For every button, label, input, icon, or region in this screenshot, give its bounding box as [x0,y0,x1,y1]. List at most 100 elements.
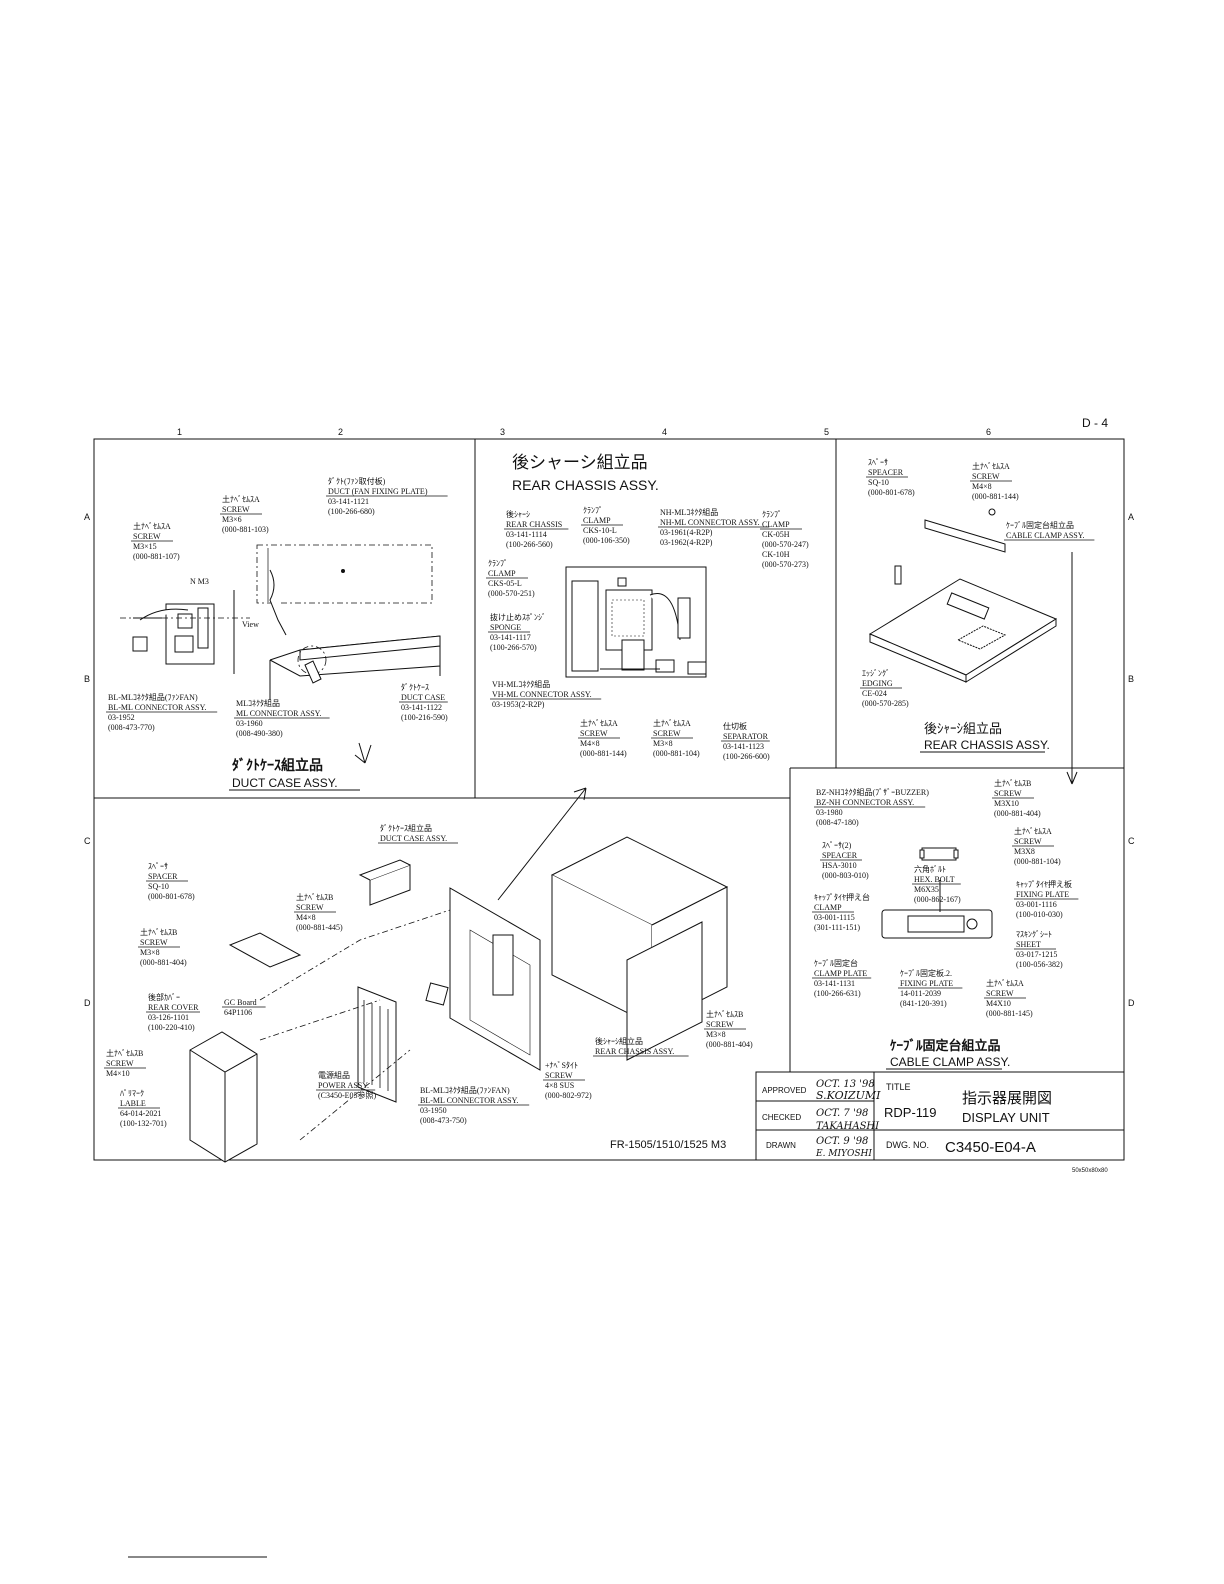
cable-clamp-title-jp: ｹｰﾌﾞﾙ固定台組立品 [890,1038,1001,1053]
label-code: 03-141-1117 [490,633,531,642]
label-id: (000-881-404) [994,809,1041,818]
label-en: REAR COVER [148,1003,199,1012]
label-jp: +ﾅﾍﾞSﾀｲﾄ [545,1061,578,1070]
label-en: BL-ML CONNECTOR ASSY. [108,703,206,712]
label-en: HEX. BOLT [914,875,955,884]
label-en: BL-ML CONNECTOR ASSY. [420,1096,518,1105]
label-en: SCREW [545,1071,573,1080]
label-code: M3X10 [994,799,1019,808]
label-id: (000-881-104) [653,749,700,758]
label-jp: ﾏｽｷﾝｸﾞｼｰﾄ [1016,930,1052,939]
label-jp: ｽﾍﾟｰｻ(2) [822,841,852,850]
label-jp: 土ﾅﾍﾞｾﾑｽA [580,718,618,728]
row-label-left: A [84,512,90,522]
label-jp: 後ｼｬｰｼ組立品 [595,1036,643,1046]
label-en: SEPARATOR [723,732,769,741]
label-en: SCREW [106,1059,134,1068]
label-code: M4×8 [580,739,600,748]
label-code: 03-141-1114 [506,530,547,539]
part-labels: ﾀﾞｸﾄ(ﾌｧﾝ取付板)DUCT (FAN FIXING PLATE)03-14… [104,458,1095,1128]
label-jp: 六角ﾎﾞﾙﾄ [914,864,946,874]
part-label: BL-MLｺﾈｸﾀ組品(ﾌｧﾝFAN)BL-ML CONNECTOR ASSY.… [106,692,218,732]
label-jp: 土ﾅﾍﾞｾﾑｽB [706,1009,743,1019]
label-id: (000-881-103) [222,525,269,534]
label-en: SCREW [1014,837,1042,846]
label-jp: 電源組品 [318,1070,350,1080]
label-id: (000-801-678) [868,488,915,497]
label-code: 03-141-1131 [814,979,855,988]
label-jp: MLｺﾈｸﾀ組品 [236,698,280,708]
label-en: SPACER [148,872,178,881]
label-jp: 土ﾅﾍﾞｾﾑｽA [222,494,260,504]
column-label: 1 [177,427,182,437]
label-code: 03-141-1121 [328,497,369,506]
label-en: GC Board [224,998,257,1007]
row-label-left: B [84,674,90,684]
label-en: SPEACER [822,851,858,860]
cable-clamp-drawing [881,847,993,939]
label-jp: 仕切板 [723,721,747,731]
label-id: (008-473-770) [108,723,155,732]
label-code: 03-017-1215 [1016,950,1057,959]
label-jp: 土ﾅﾍﾞｾﾑｽB [994,778,1031,788]
label-en: CLAMP PLATE [814,969,867,978]
label-code: 4×8 SUS [545,1081,574,1090]
label-jp: BL-MLｺﾈｸﾀ組品(ﾌｧﾝFAN) [420,1085,510,1095]
format-note: 50x50x80x80 [1072,1168,1108,1174]
label-en: SPEACER [868,468,904,477]
label-jp: 土ﾅﾍﾞｾﾑｽB [296,892,333,902]
model-number: RDP-119 [884,1105,937,1120]
view-label: View [242,620,259,629]
label-en: SCREW [133,532,161,541]
label-id: (000-881-445) [296,923,343,932]
part-label: ﾀﾞｸﾄ(ﾌｧﾝ取付板)DUCT (FAN FIXING PLATE)03-14… [326,476,448,516]
column-label: 4 [662,427,667,437]
label-code: 03-001-1116 [1016,900,1057,909]
label-en: ML CONNECTOR ASSY. [236,709,321,718]
label-id: (301-111-151) [814,923,860,932]
label-jp: ｽﾍﾟｰｻ [868,458,888,467]
label-id: (100-266-680) [328,507,375,516]
label-jp: ｸﾗﾝﾌﾟ [762,510,782,519]
label-jp: 土ﾅﾍﾞｾﾑｽA [1014,826,1052,836]
label-jp: ｽﾍﾟｰｻ [148,862,168,871]
column-label: 5 [824,427,829,437]
label-en: EDGING [862,679,893,688]
label-id: (000-570-251) [488,589,535,598]
label-id: (100-010-030) [1016,910,1063,919]
label-id: (100-220-410) [148,1023,195,1032]
approved-date: OCT. 13 '98 [816,1079,875,1090]
label-en: SCREW [140,938,168,947]
label-id: (000-881-145) [986,1009,1033,1018]
page-id: D - 4 [1082,416,1108,430]
label-id2: (000-570-273) [762,560,809,569]
drawing-number: C3450-E04-A [945,1139,1036,1156]
label-code: CK-05H [762,530,790,539]
label-jp: BL-MLｺﾈｸﾀ組品(ﾌｧﾝFAN) [108,692,198,702]
checked-signature: TAKAHASHI [816,1121,880,1132]
label-id: (100-266-600) [723,752,770,761]
label-code: M3×8 [653,739,673,748]
label-code: M3×8 [140,948,160,957]
label-code: M4×8 [972,482,992,491]
label-jp: 土ﾅﾍﾞｾﾑｽA [133,521,171,531]
label-en: SCREW [653,729,681,738]
title-block: APPROVED CHECKED DRAWN TITLE DWG. NO. OC… [755,1071,1125,1161]
label-code: 03-126-1101 [148,1013,189,1022]
